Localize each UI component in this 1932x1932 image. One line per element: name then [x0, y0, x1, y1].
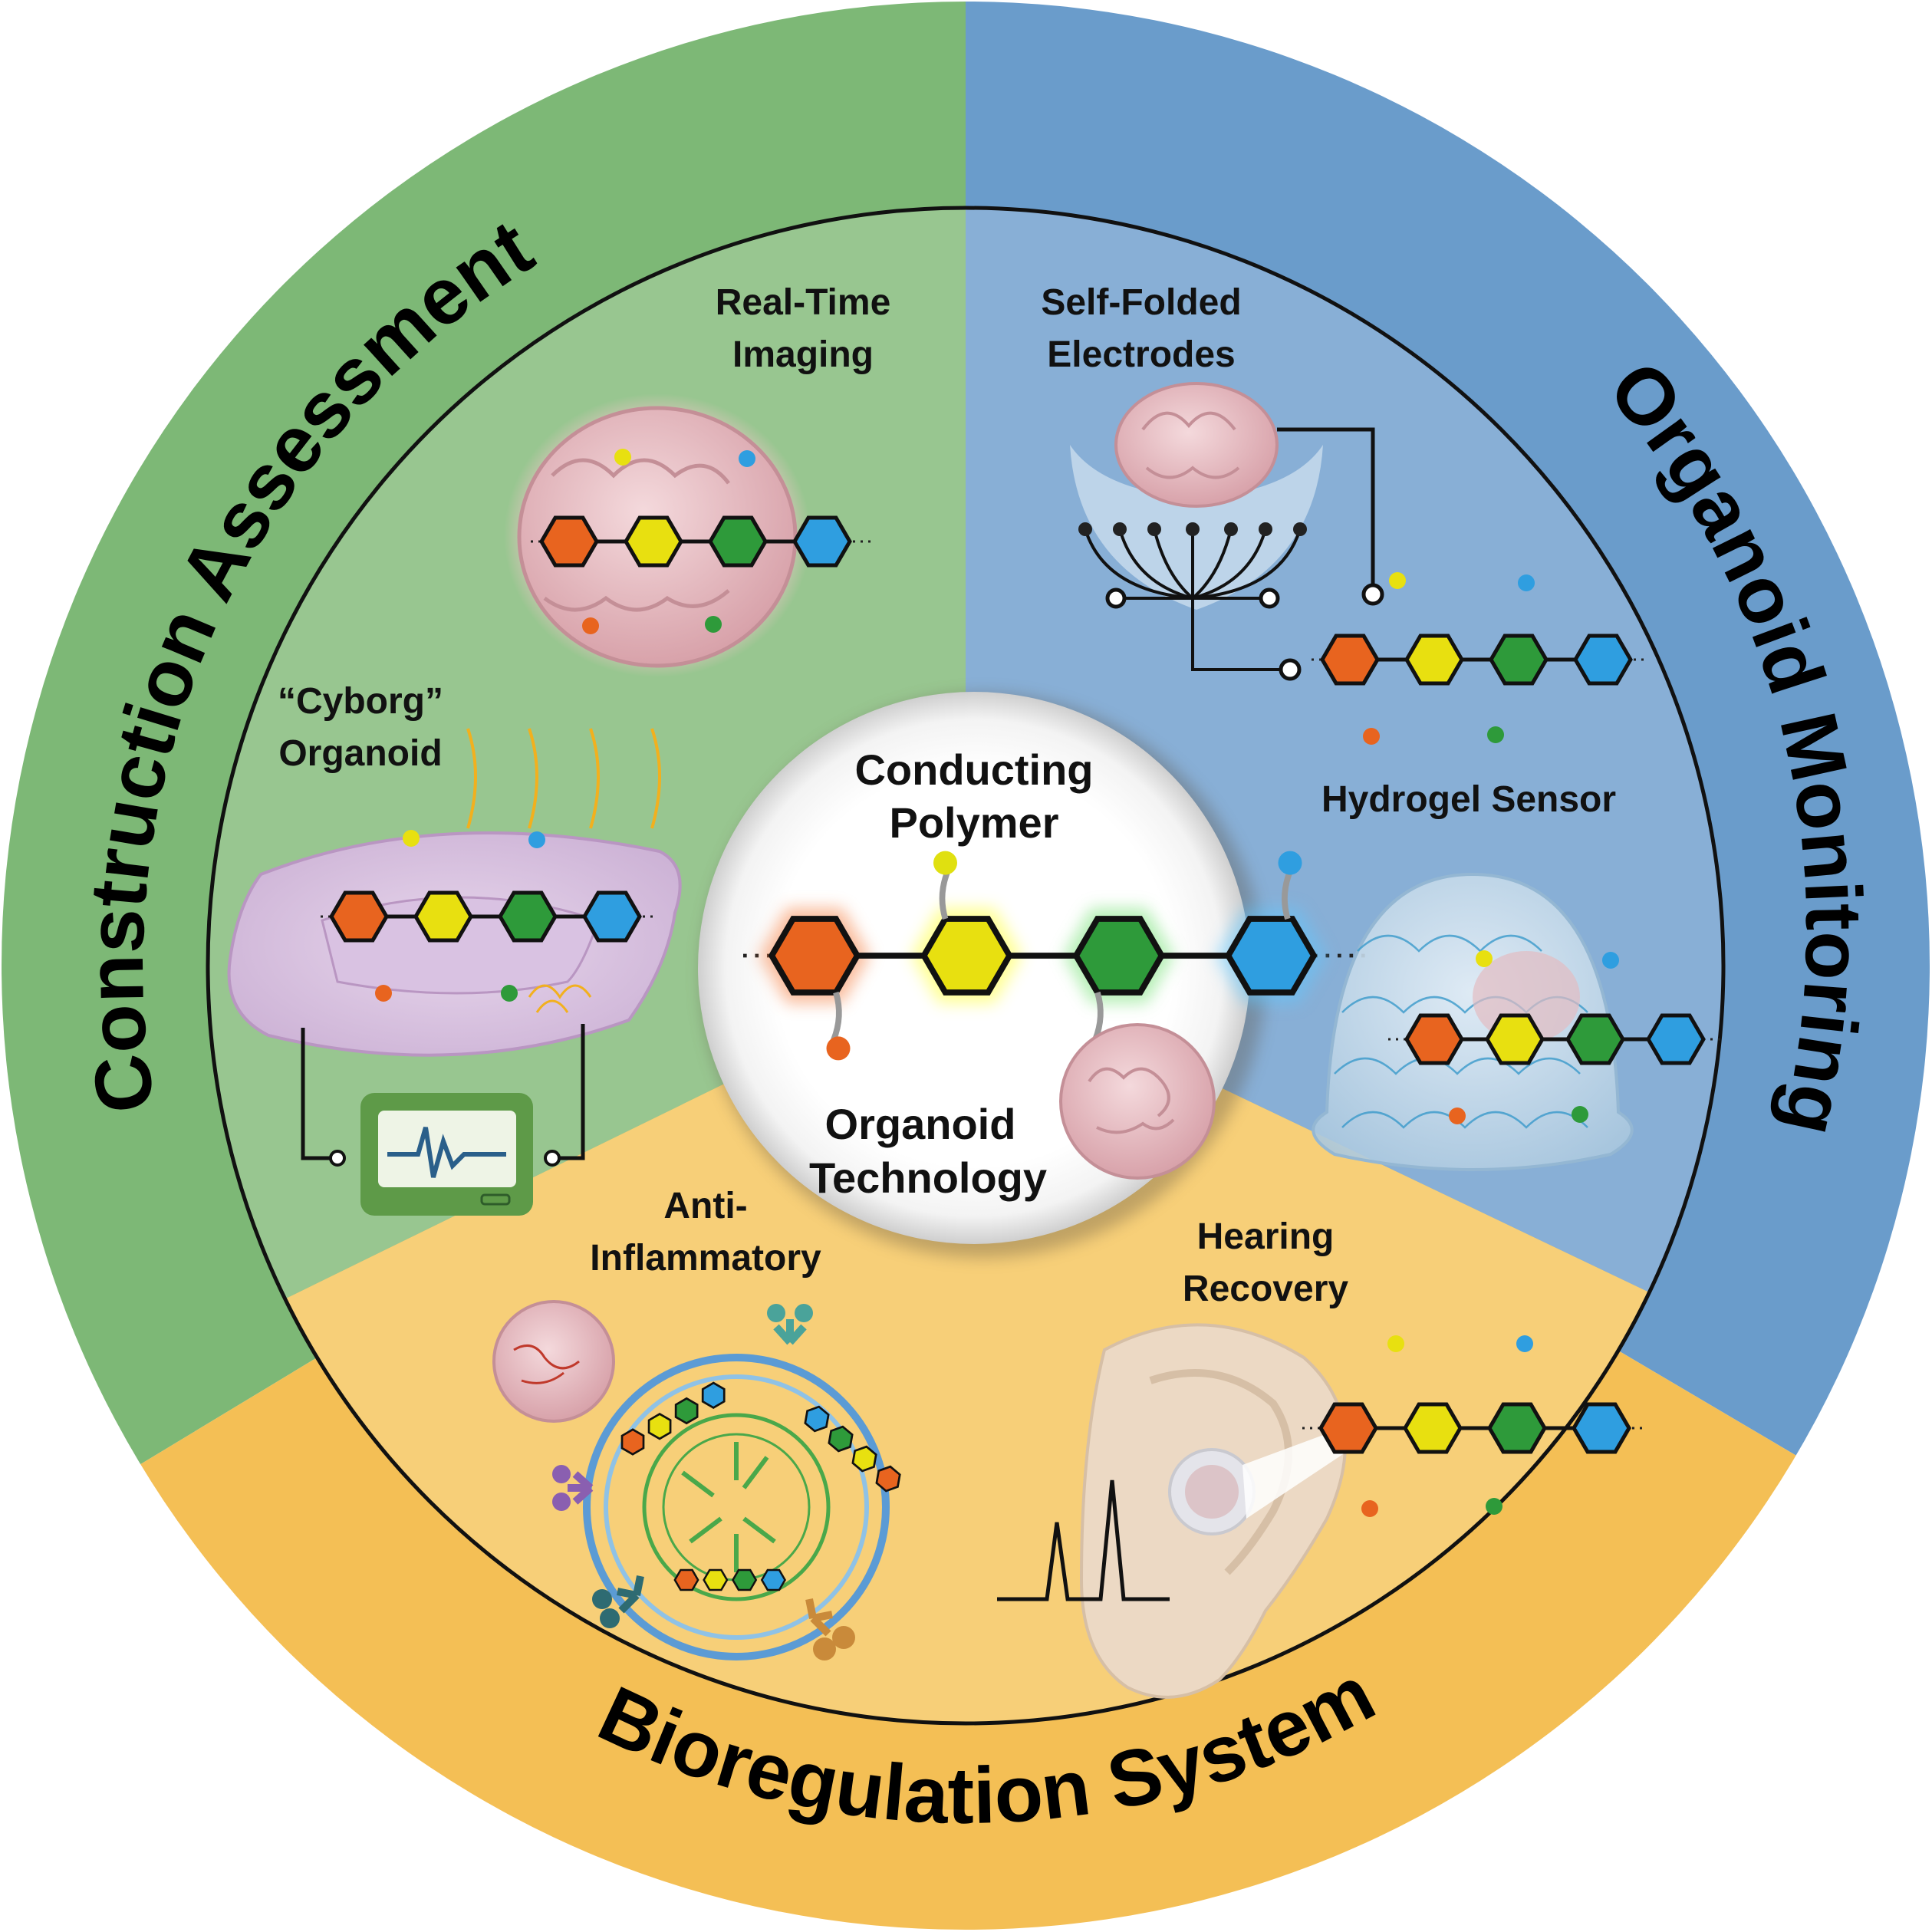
polymer-chain-icon: [1302, 1335, 1647, 1517]
anti-label-2: Inflammatory: [590, 1238, 821, 1279]
polymer-chain-icon: [321, 830, 658, 1002]
antibody-icon: [552, 1304, 855, 1660]
electrode-array-icon: [1070, 382, 1384, 681]
center-sub-line2: Technology: [809, 1154, 1047, 1202]
hydrogel-dome-icon: [1312, 872, 1634, 1171]
anti-label-1: Anti-: [663, 1186, 747, 1226]
organoid-icon: [1059, 1023, 1216, 1180]
cyborg-label-2: Organoid: [278, 733, 442, 774]
hearing-label-1: Hearing: [1197, 1216, 1335, 1257]
cyborg-label-1: “Cyborg”: [278, 681, 443, 722]
real-time-label-2: Imaging: [732, 334, 874, 375]
inner-ring-outline: [206, 206, 1726, 1726]
center-sub-line1: Organoid: [825, 1100, 1016, 1148]
polymer-chain-icon: [1312, 572, 1649, 745]
monitor-icon: [360, 1093, 533, 1216]
self-folded-label-1: Self-Folded: [1041, 282, 1241, 323]
polymer-chain-icon: [1388, 950, 1726, 1124]
center-title-line2: Polymer: [890, 798, 1059, 847]
anti-inflammatory-organoid: [492, 1300, 615, 1423]
polymer-chain-icon: [531, 449, 876, 634]
hearing-label-2: Recovery: [1183, 1269, 1348, 1309]
real-time-label-1: Real-Time: [716, 282, 891, 323]
center-circle: Conducting Polymer Organoi: [698, 692, 1374, 1258]
center-title-line1: Conducting: [854, 745, 1093, 794]
hydrogel-label: Hydrogel Sensor: [1321, 779, 1616, 820]
ear-icon: [1079, 1323, 1350, 1699]
self-folded-label-2: Electrodes: [1047, 334, 1235, 375]
nanoparticle-icon: [583, 1354, 906, 1660]
signal-peak-icon: [997, 1479, 1170, 1601]
